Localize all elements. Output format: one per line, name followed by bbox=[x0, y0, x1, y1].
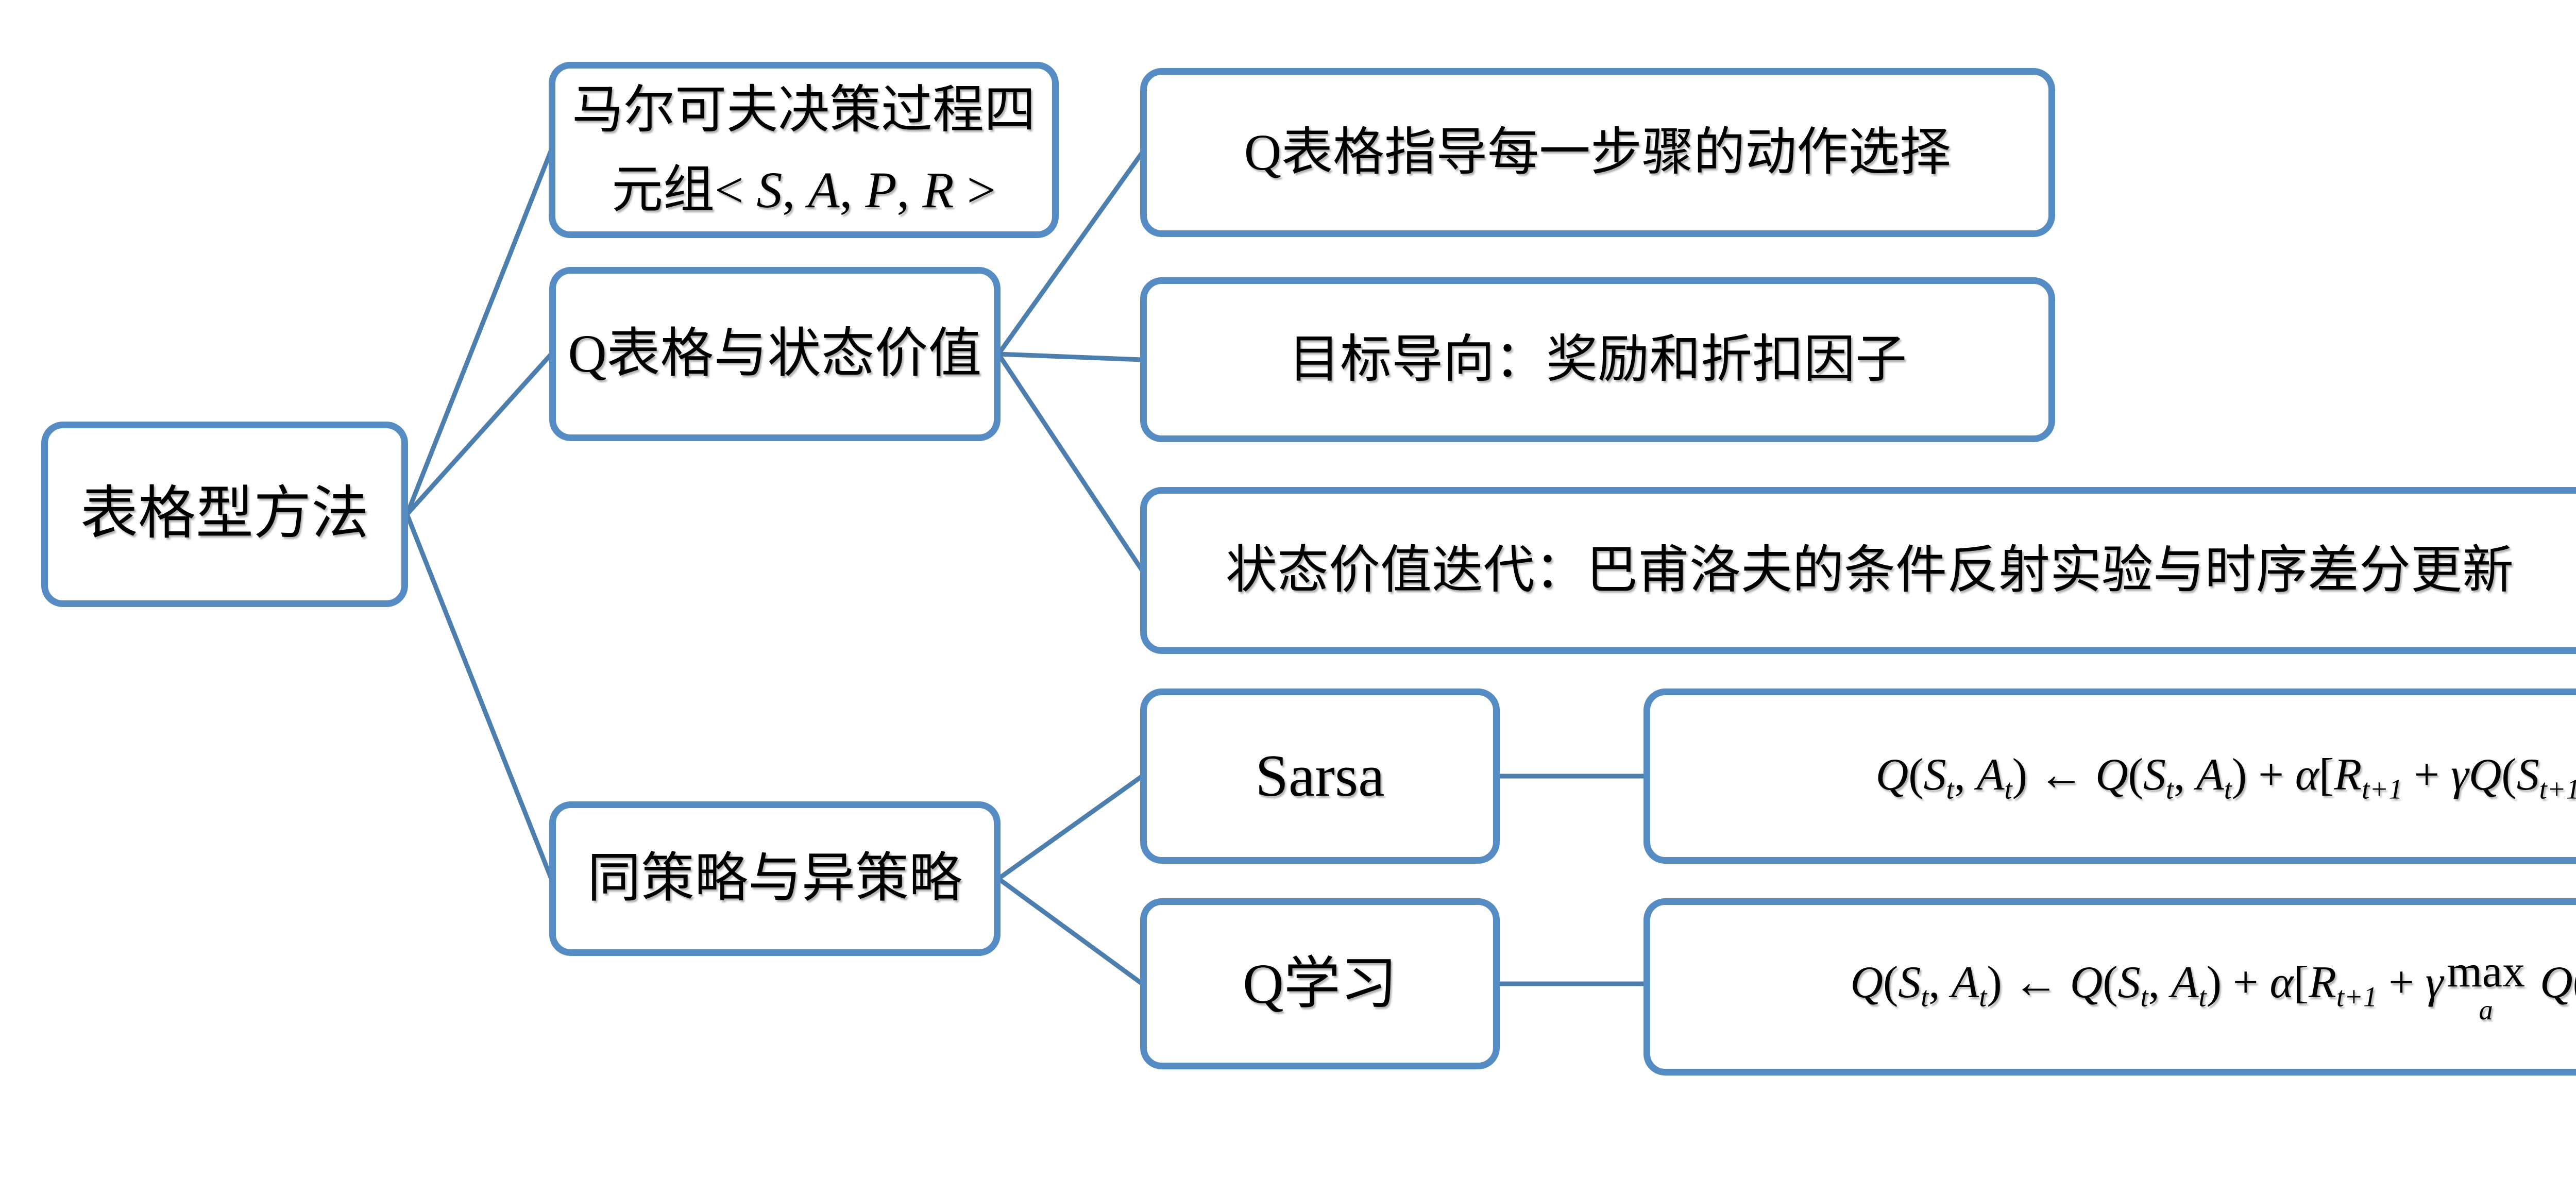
formula-token: ( bbox=[2573, 958, 2576, 1008]
formula-token: t bbox=[2198, 981, 2207, 1013]
formula-token: , bbox=[896, 161, 923, 219]
sarsa-label: Sarsa bbox=[1255, 743, 1385, 809]
formula-token: t bbox=[1979, 981, 1987, 1013]
formula-token: Q bbox=[2070, 958, 2103, 1008]
formula-token: 元组< bbox=[611, 161, 757, 219]
formula-token: ( bbox=[1883, 958, 1899, 1008]
formula-token: γ bbox=[2451, 750, 2469, 800]
formula-token: , bbox=[1928, 958, 1952, 1008]
formula-token: , bbox=[1954, 750, 1977, 800]
node-mdp-tuple: 马尔可夫决策过程四 元组< S, A, P, R > bbox=[549, 62, 1059, 238]
formula-token: [ bbox=[2293, 958, 2309, 1008]
node-on-off-policy: 同策略与异策略 bbox=[549, 801, 1001, 956]
formula-token: R bbox=[2334, 750, 2362, 800]
node-state-value-iteration: 状态价值迭代：巴甫洛夫的条件反射实验与时序差分更新 bbox=[1140, 487, 2576, 654]
connector-qtable-value bbox=[996, 351, 1145, 573]
formula-token: ) ← bbox=[1987, 958, 2070, 1008]
node-sarsa-formula: Q(St, At) ← Q(St, At) + α[Rt+1 + γQ(St+1… bbox=[1643, 689, 2576, 864]
formula-token: ( bbox=[2103, 958, 2118, 1008]
formula-token: Q bbox=[1875, 750, 1909, 800]
formula-token: ( bbox=[2128, 750, 2143, 800]
policy-label: 同策略与异策略 bbox=[587, 849, 962, 909]
formula-token: Q bbox=[2468, 750, 2502, 800]
formula-token: A bbox=[1976, 750, 2005, 800]
mdp-line1: 马尔可夫决策过程四 bbox=[572, 81, 1036, 139]
formula-token: S bbox=[1898, 958, 1921, 1008]
formula-token: A bbox=[2171, 958, 2199, 1008]
formula-token: R bbox=[922, 161, 954, 219]
formula-token: , bbox=[2148, 958, 2171, 1008]
formula-token: ) + bbox=[2231, 750, 2295, 800]
formula-token: S bbox=[2143, 750, 2166, 800]
formula-token: t bbox=[1921, 981, 1929, 1013]
connector-qtable-guide bbox=[996, 150, 1145, 357]
formula-token: t bbox=[2004, 773, 2012, 805]
formula-token: , bbox=[782, 161, 808, 219]
qtable-label: Q表格与状态价值 bbox=[568, 324, 982, 384]
node-qlearning: Q学习 bbox=[1140, 898, 1500, 1069]
formula-token: S bbox=[756, 161, 783, 219]
sarsa-formula: Q(St, At) ← Q(St, At) + α[Rt+1 + γQ(St+1… bbox=[1876, 743, 2576, 809]
formula-token: ) ← bbox=[2012, 750, 2095, 800]
formula-token: > bbox=[954, 161, 996, 219]
mdp-line2: 元组< S, A, P, R > bbox=[612, 150, 996, 230]
formula-token: t+1 bbox=[2336, 981, 2378, 1013]
formula-token: S bbox=[2117, 958, 2141, 1008]
formula-token: + bbox=[2402, 750, 2451, 800]
formula-token: t+1 bbox=[2362, 773, 2403, 805]
formula-token: t bbox=[1946, 773, 1954, 805]
formula-token: γ bbox=[2425, 958, 2444, 1008]
formula-token: , bbox=[839, 161, 866, 219]
formula-token: ( bbox=[2501, 750, 2517, 800]
formula-token: R bbox=[2309, 958, 2336, 1008]
formula-token: t bbox=[2140, 981, 2148, 1013]
formula-token: , bbox=[2173, 750, 2196, 800]
connector-qtable-goal bbox=[996, 351, 1145, 362]
qlearning-label: Q学习 bbox=[1243, 952, 1397, 1015]
formula-token: A bbox=[808, 161, 840, 219]
node-qtable-guides-actions: Q表格指导每一步骤的动作选择 bbox=[1140, 68, 2055, 237]
qtable-guide-label: Q表格指导每一步骤的动作选择 bbox=[1244, 124, 1952, 181]
formula-token bbox=[2529, 958, 2540, 1008]
connector-policy-sarsa bbox=[996, 774, 1145, 881]
formula-token: t bbox=[2165, 773, 2174, 805]
formula-token: + bbox=[2377, 958, 2426, 1008]
goal-oriented-label: 目标导向：奖励和折扣因子 bbox=[1289, 331, 1907, 388]
formula-token: α bbox=[2269, 958, 2294, 1008]
formula-token: S bbox=[2516, 750, 2539, 800]
formula-token: A bbox=[2196, 750, 2224, 800]
connector-root-qtable bbox=[404, 351, 554, 517]
connector-root-policy bbox=[404, 512, 554, 881]
formula-token: S bbox=[1923, 750, 1946, 800]
formula-token: A bbox=[1951, 958, 1979, 1008]
formula-token: Q bbox=[2095, 750, 2128, 800]
formula-token: [ bbox=[2319, 750, 2334, 800]
connector-root-mdp bbox=[404, 147, 554, 517]
formula-token: ( bbox=[1908, 750, 1924, 800]
node-goal-oriented: 目标导向：奖励和折扣因子 bbox=[1140, 277, 2055, 442]
connector-policy-qlearning bbox=[996, 876, 1145, 986]
root-node-tabular-methods: 表格型方法 bbox=[41, 422, 408, 607]
formula-token: t+1 bbox=[2539, 773, 2576, 805]
root-node-label: 表格型方法 bbox=[80, 482, 369, 546]
value-iteration-label: 状态价值迭代：巴甫洛夫的条件反射实验与时序差分更新 bbox=[1226, 542, 2514, 599]
node-sarsa: Sarsa bbox=[1140, 689, 1500, 864]
formula-token: t bbox=[2224, 773, 2232, 805]
formula-token: Q bbox=[1850, 958, 1883, 1008]
formula-token: ) + bbox=[2206, 958, 2270, 1008]
node-qtable-state-value: Q表格与状态价值 bbox=[549, 267, 1001, 441]
formula-token: α bbox=[2295, 750, 2319, 800]
formula-token: P bbox=[865, 161, 897, 219]
formula-token: Q bbox=[2539, 958, 2573, 1008]
